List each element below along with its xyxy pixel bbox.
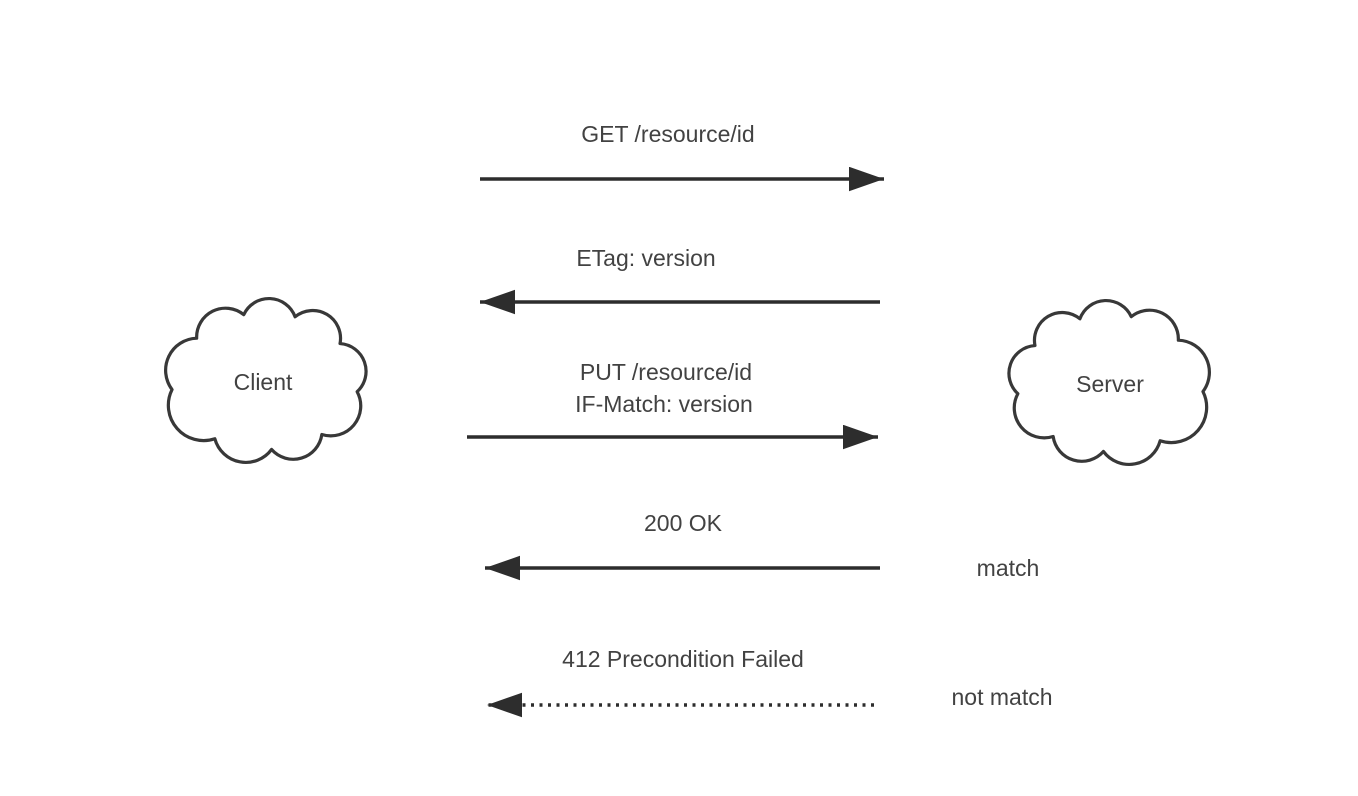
put-request-label-line1: PUT /resource/id [580,359,752,385]
etag-response-label: ETag: version [576,245,715,271]
ok-response-label: 200 OK [644,510,723,536]
put-request-label-line2: IF-Match: version [575,391,753,417]
client-cloud-shape [164,296,368,464]
precondition-failed-label: 412 Precondition Failed [562,646,804,672]
server-node-label: Server [1076,371,1144,397]
server-cloud-shape [1007,298,1211,466]
match-note: match [977,555,1040,581]
not-match-note: not match [952,684,1053,710]
client-node-label: Client [234,369,293,395]
get-request-label: GET /resource/id [581,121,754,147]
